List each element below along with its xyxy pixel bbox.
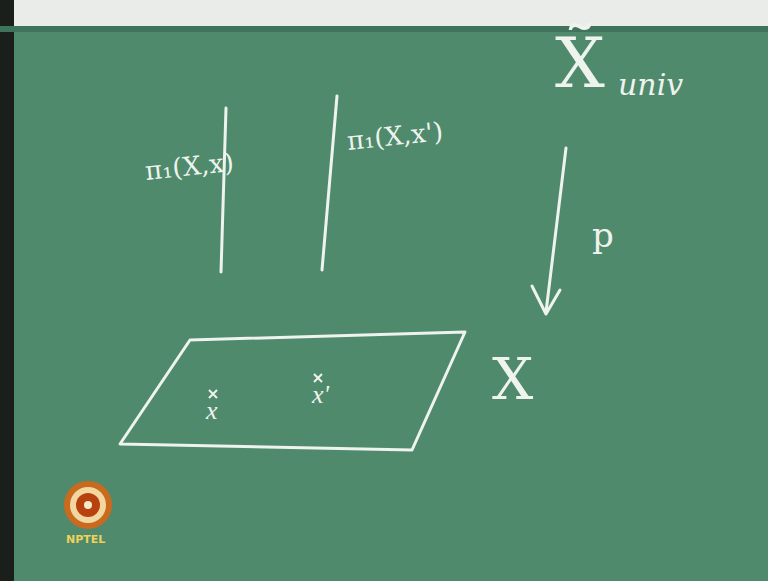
outline	[120, 332, 465, 450]
fibre-line	[322, 96, 337, 270]
map-name: p	[592, 218, 614, 252]
nptel-logo	[64, 481, 112, 529]
point-cross	[209, 390, 217, 398]
fibre-line	[221, 108, 226, 272]
arrow-head	[532, 286, 560, 314]
point-label: x'	[312, 382, 329, 408]
projection-arrow	[546, 148, 566, 312]
point-cross	[314, 374, 322, 382]
subscript: univ	[618, 70, 683, 100]
point-label: x	[206, 398, 218, 424]
base-space: X	[492, 350, 533, 408]
parallelogram-outline	[112, 322, 477, 457]
logo-text: NPTEL	[66, 534, 105, 545]
region-parallelogram: x x'	[112, 322, 477, 457]
universal-cover: X̃	[555, 28, 605, 98]
